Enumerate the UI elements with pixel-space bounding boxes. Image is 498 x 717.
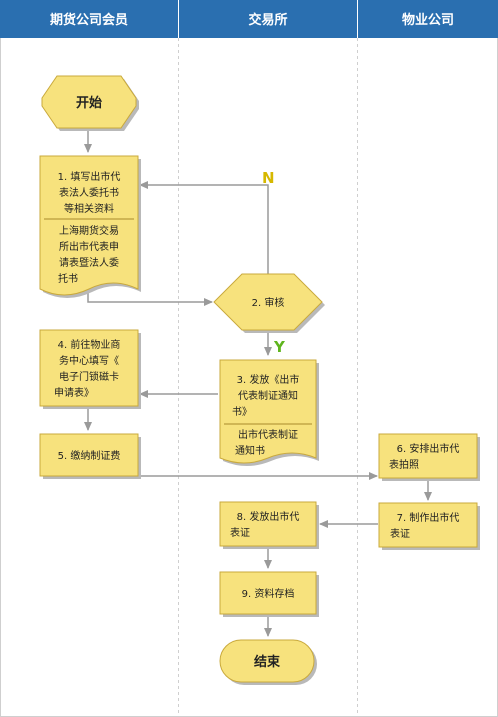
step7-shape <box>378 502 478 548</box>
node-step8: 8. 发放出市代 表证 <box>219 501 319 549</box>
node-start: 开始 <box>41 75 139 131</box>
node-step2: 2. 审核 <box>213 273 325 333</box>
step4-line-2: 务中心填写《 <box>59 354 119 367</box>
lane-title-member: 期货公司会员 <box>50 12 128 28</box>
step1-doc-line-4: 托书 <box>58 272 78 285</box>
step4-shape <box>39 329 139 407</box>
end-shape <box>219 639 315 683</box>
start-shape <box>41 75 137 129</box>
arrow-step2-reject-to-step1 <box>139 181 269 274</box>
step1-line-2: 表法人委托书 <box>59 186 119 199</box>
step6-line-2: 表拍照 <box>389 458 419 471</box>
step3-line-1: 3. 发放《出市 <box>237 373 300 386</box>
flag-yes: Y <box>273 338 286 356</box>
step7-line-2: 表证 <box>390 527 410 540</box>
step3-shape <box>219 359 317 464</box>
step4-line-4: 申请表》 <box>54 386 94 399</box>
node-step5: 5. 缴纳制证费 <box>39 433 141 479</box>
node-step7: 7. 制作出市代 表证 <box>378 502 480 550</box>
node-step6: 6. 安排出市代 表拍照 <box>378 433 480 481</box>
step6-shape <box>378 433 478 479</box>
node-step9: 9. 资料存档 <box>219 571 319 617</box>
step1-line-3: 等相关资料 <box>64 202 114 215</box>
step4-line-3: 电子门锁磁卡 <box>59 370 119 383</box>
step5-label: 5. 缴纳制证费 <box>58 449 121 462</box>
step8-line-1: 8. 发放出市代 <box>237 510 300 523</box>
node-step3: 3. 发放《出市 代表制证通知 书》 出市代表制证 通知书 <box>219 359 319 466</box>
arrow-step1-to-step2 <box>87 292 213 306</box>
step1-line-1: 1. 填写出市代 <box>58 170 121 183</box>
node-step4: 4. 前往物业商 务中心填写《 电子门锁磁卡 申请表》 <box>39 329 141 409</box>
lane-title-property: 物业公司 <box>402 12 454 28</box>
step1-doc-line-2: 所出市代表申 <box>59 240 119 253</box>
flag-no: N <box>262 169 275 187</box>
step3-line-2: 代表制证通知 <box>238 389 298 402</box>
step2-shape <box>213 273 323 331</box>
node-end: 结束 <box>219 639 317 685</box>
step4-line-1: 4. 前往物业商 <box>58 338 121 351</box>
step7-line-1: 7. 制作出市代 <box>397 511 460 524</box>
step9-label: 9. 资料存档 <box>242 587 295 600</box>
step1-doc-line-3: 请表暨法人委 <box>59 256 119 269</box>
step8-line-2: 表证 <box>230 526 250 539</box>
step8-shape <box>219 501 317 547</box>
step1-shape <box>39 155 139 296</box>
step5-shape <box>39 433 139 477</box>
step1-doc-line-1: 上海期货交易 <box>59 224 119 237</box>
step6-line-1: 6. 安排出市代 <box>397 442 460 455</box>
connectors <box>84 128 432 637</box>
lane-header-bar <box>0 0 498 38</box>
step3-doc-line-1: 出市代表制证 <box>238 428 298 441</box>
node-step1: 1. 填写出市代 表法人委托书 等相关资料 上海期货交易 所出市代表申 请表暨法… <box>39 155 141 298</box>
step3-doc-line-2: 通知书 <box>235 444 265 457</box>
start-label: 开始 <box>76 95 102 111</box>
step3-line-3: 书》 <box>232 406 252 418</box>
step9-shape <box>219 571 317 615</box>
lane-title-exchange: 交易所 <box>248 12 287 28</box>
end-label: 结束 <box>254 654 281 670</box>
step2-label: 2. 审核 <box>252 296 285 309</box>
